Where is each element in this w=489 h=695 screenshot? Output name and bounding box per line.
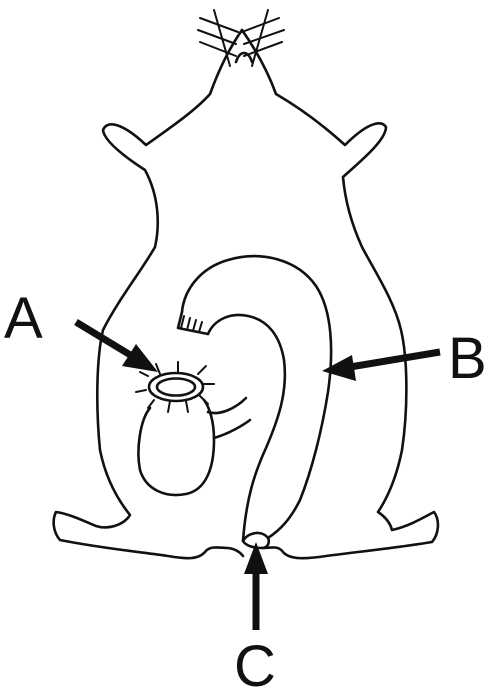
label-a: A [4,286,43,351]
body-outline-right [242,30,438,558]
pouch-connector [208,398,246,413]
arrow-a [76,322,158,372]
arrow-c [244,542,268,630]
label-b: B [448,326,487,391]
pouch-connector-lower [214,420,250,438]
arrow-b [322,352,440,381]
body-outline [54,30,243,558]
label-c: C [234,634,276,695]
whiskers [198,10,284,66]
bowel-loop [182,256,331,538]
bowel-loop-inner [208,315,285,541]
pouch [138,400,214,495]
